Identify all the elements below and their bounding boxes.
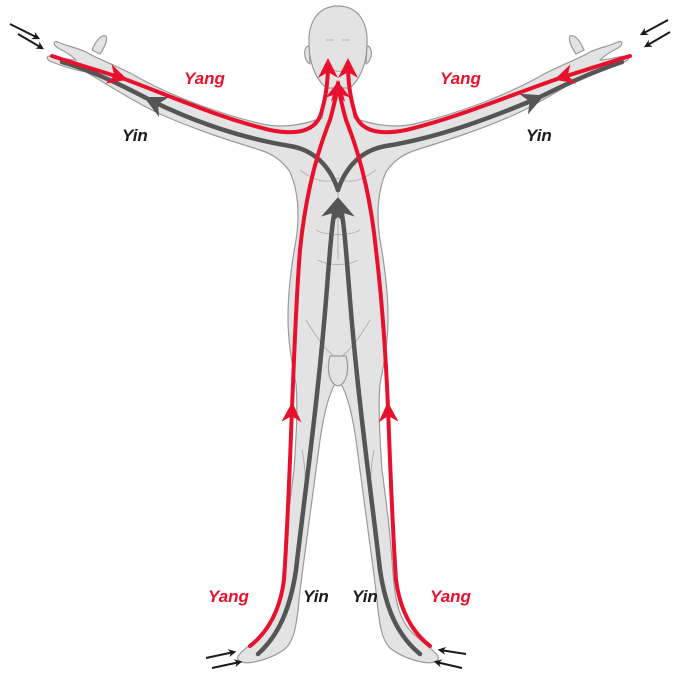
- label-yang-left-arm: Yang: [184, 69, 226, 88]
- left-ear: [305, 46, 310, 64]
- arrow-bottom-right-2: [436, 662, 462, 668]
- arrow-top-right-1: [642, 20, 668, 34]
- arrow-bottom-left-2: [212, 662, 240, 668]
- right-ear: [366, 46, 371, 64]
- label-yin-right-leg: Yin: [352, 587, 378, 606]
- left-thumb: [92, 36, 107, 54]
- arrow-top-left-1: [10, 24, 38, 38]
- arrow-top-left-2: [18, 34, 42, 48]
- head: [309, 6, 367, 92]
- human-body-silhouette: [47, 6, 629, 663]
- label-yang-left-leg: Yang: [208, 587, 250, 606]
- label-yang-right-arm: Yang: [440, 69, 482, 88]
- groin-detail: [328, 356, 347, 386]
- label-yin-right-arm: Yin: [526, 126, 552, 145]
- label-yin-left-leg: Yin: [303, 587, 329, 606]
- label-yin-left-arm: Yin: [122, 126, 148, 145]
- arrow-bottom-right-1: [440, 650, 466, 654]
- arrow-bottom-left-1: [206, 652, 234, 658]
- arrow-top-right-2: [646, 32, 670, 46]
- right-thumb: [569, 36, 584, 54]
- label-yang-right-leg: Yang: [430, 587, 472, 606]
